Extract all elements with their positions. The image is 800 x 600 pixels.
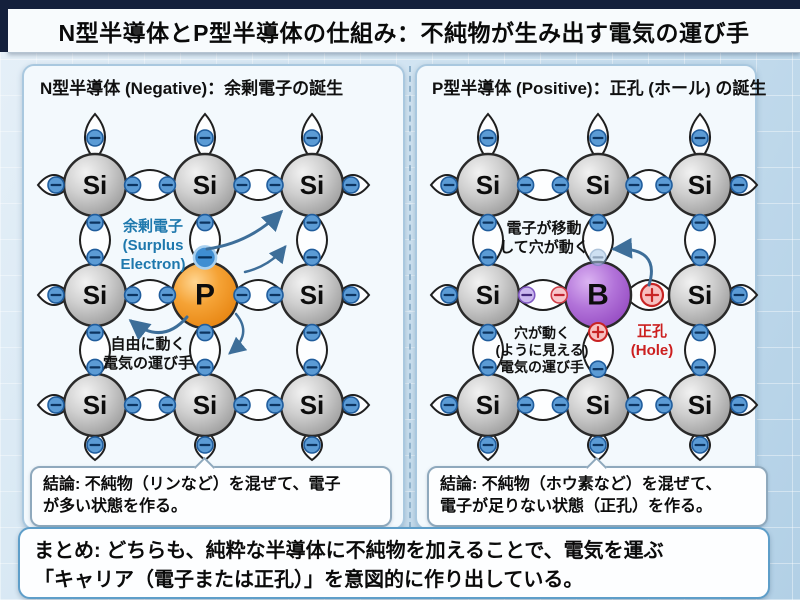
page-title: N型半導体とP型半導体の仕組み：不純物が生み出す電気の運び手 <box>58 19 750 46</box>
p-type-conclusion-bubble: 結論: 不純物（ホウ素など）を混ぜて、 電子が足りない状態（正孔）を作る。 <box>427 466 768 527</box>
summary-box: まとめ: どちらも、純粋な半導体に不純物を加えることで、電気を運ぶ 「キャリア（… <box>18 527 770 599</box>
hole-moves-label: 穴が動く (ように見える) 電気の運び手 <box>495 325 589 375</box>
panel-n-type <box>22 64 405 530</box>
panel-divider-dashed <box>409 66 411 528</box>
left-navy-border <box>0 0 8 52</box>
n-type-conclusion-bubble: 結論: 不純物（リンなど）を混ぜて、電子 が多い状態を作る。 <box>30 466 392 527</box>
surplus-electron-label: 余剰電子 (Surplus Electron) <box>120 218 186 273</box>
electron-moves-label: 電子が移動 して穴が動く <box>499 220 589 256</box>
free-carrier-label: 自由に動く 電気の運び手 <box>102 336 193 372</box>
title-band: N型半導体とP型半導体の仕組み：不純物が生み出す電気の運び手 <box>8 9 800 53</box>
top-navy-border <box>0 0 800 9</box>
hole-label: 正孔 (Hole) <box>630 323 674 359</box>
panel-p-type <box>415 64 757 530</box>
p-type-header: P型半導体 (Positive)：正孔 (ホール) の誕生 <box>432 79 767 98</box>
n-type-header: N型半導体 (Negative)：余剰電子の誕生 <box>40 79 344 98</box>
